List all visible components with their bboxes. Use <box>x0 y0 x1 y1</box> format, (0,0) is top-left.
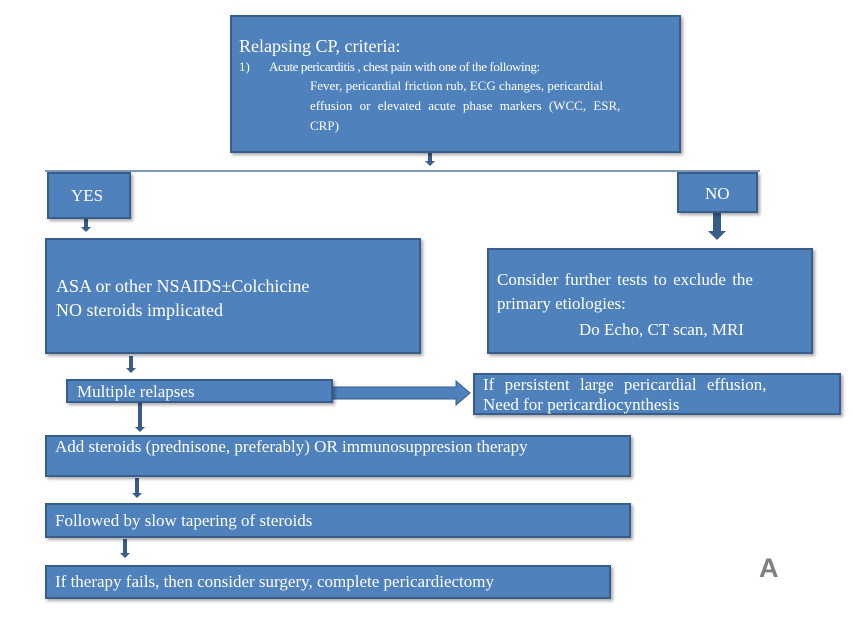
arrow-right-effusion <box>331 379 471 407</box>
yes-label: YES <box>71 186 104 205</box>
further-tests-line-1: Consider further tests to exclude the <box>497 270 753 289</box>
arrow-down-relapses <box>135 403 145 432</box>
arrow-down-yes <box>81 219 91 232</box>
multiple-relapses-label: Multiple relapses <box>77 382 195 401</box>
further-tests-line-3: Do Echo, CT scan, MRI <box>579 320 744 339</box>
criteria-detail-1: Fever, pericardial friction rub, ECG cha… <box>310 78 603 93</box>
panel-letter: A <box>759 553 779 583</box>
surgery-label: If therapy fails, then consider surgery,… <box>55 572 494 591</box>
no-label: NO <box>705 184 730 203</box>
criteria-detail-3: CRP) <box>310 118 339 133</box>
arrow-down-no <box>708 213 726 240</box>
tapering-box: Followed by slow tapering of steroids <box>45 503 631 538</box>
criteria-box: Relapsing CP, criteria: 1) Acute pericar… <box>230 15 681 153</box>
arrow-down-criteria <box>425 153 435 166</box>
criteria-detail-2: effusion or elevated acute phase markers… <box>310 98 621 113</box>
no-box: NO <box>677 172 758 213</box>
effusion-line-2: Need for pericardiocynthesis <box>483 395 680 414</box>
yes-box: YES <box>47 172 131 219</box>
arrow-down-steroids <box>132 478 142 498</box>
tapering-label: Followed by slow tapering of steroids <box>55 511 313 530</box>
criteria-title: Relapsing CP, criteria: <box>239 36 401 56</box>
surgery-box: If therapy fails, then consider surgery,… <box>45 565 611 599</box>
further-tests-line-2: primary etiologies: <box>497 294 626 313</box>
criteria-item-number: 1) <box>239 59 250 74</box>
steroids-box: Add steroids (prednisone, preferably) OR… <box>45 435 631 477</box>
multiple-relapses-box: Multiple relapses <box>66 379 333 403</box>
effusion-line-1: If persistent large pericardial effusion… <box>483 375 767 394</box>
arrow-down-tapering <box>120 539 130 558</box>
steroids-label: Add steroids (prednisone, preferably) OR… <box>55 437 528 456</box>
further-tests-box: Consider further tests to exclude the pr… <box>487 248 813 354</box>
arrow-down-nsaids <box>126 356 136 373</box>
nsaids-box: ASA or other NSAIDS±Colchicine NO steroi… <box>45 238 421 354</box>
nsaids-line-1: ASA or other NSAIDS±Colchicine <box>56 276 310 296</box>
effusion-box: If persistent large pericardial effusion… <box>473 373 841 415</box>
nsaids-line-2: NO steroids implicated <box>56 300 223 320</box>
criteria-item-text: Acute pericarditis , chest pain with one… <box>269 59 540 74</box>
